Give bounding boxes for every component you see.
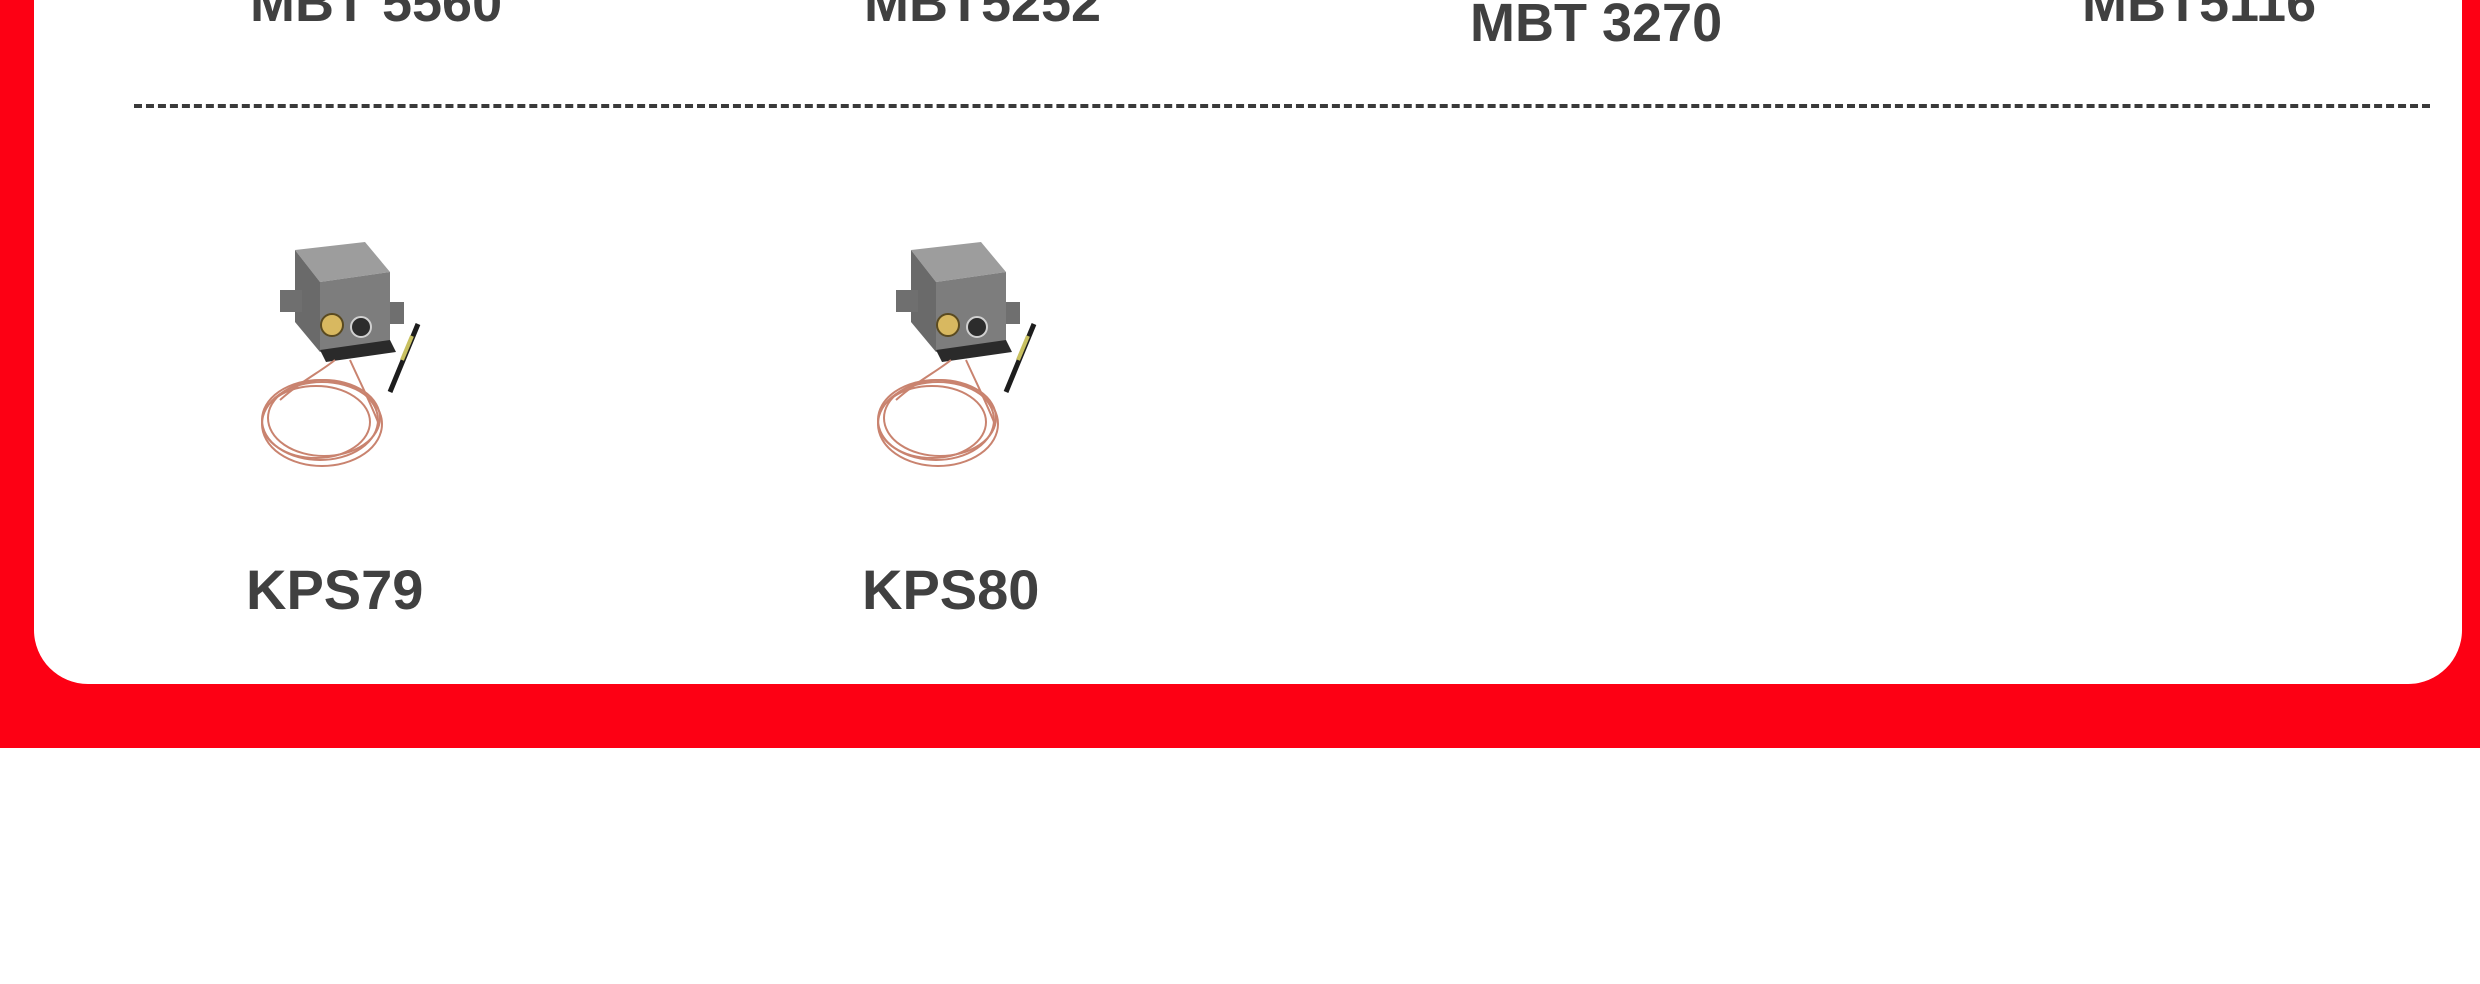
product-card: MBT 5560 MBT5252 MBT 3270 MBT5116 (34, 0, 2462, 684)
product-label-mbt5116[interactable]: MBT5116 (2082, 0, 2317, 33)
product-item-kps80[interactable]: KPS80 (856, 232, 1056, 618)
dashed-divider (134, 104, 2430, 108)
product-label-mbt5252[interactable]: MBT5252 (864, 0, 1102, 33)
product-label-mbt3270[interactable]: MBT 3270 (1470, 0, 1723, 53)
thermostat-capillary-icon[interactable] (856, 232, 1056, 472)
product-label-kps79[interactable]: KPS79 (246, 558, 424, 621)
thermostat-capillary-icon[interactable] (240, 232, 440, 472)
product-item-kps79[interactable]: KPS79 (240, 232, 440, 618)
product-label-kps80[interactable]: KPS80 (862, 558, 1040, 621)
product-label-mbt5560[interactable]: MBT 5560 (250, 0, 503, 33)
